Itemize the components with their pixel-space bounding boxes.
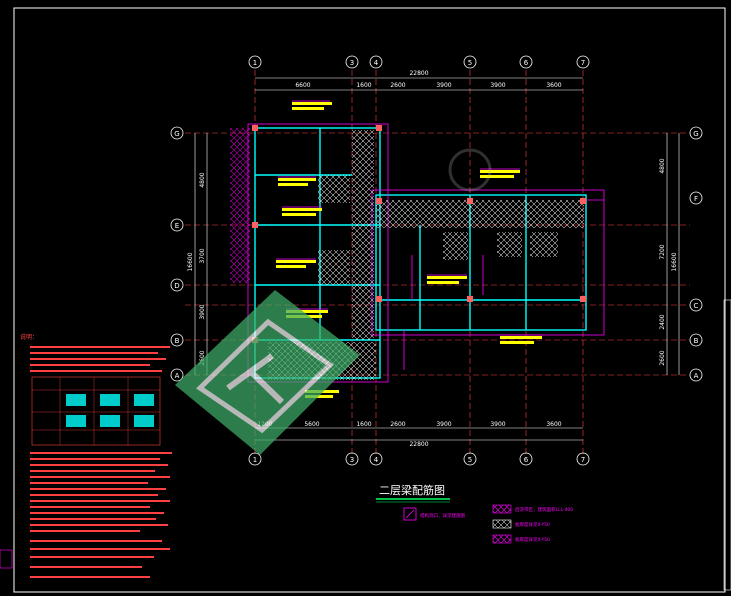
dim-left: 4800	[199, 172, 206, 187]
legend-label-slab-1: 板厚度详见X-Y50	[515, 521, 550, 528]
axis-col-label: 6	[524, 456, 529, 464]
dim-bottom: 1600	[356, 421, 371, 428]
dim-top: 3600	[546, 82, 561, 89]
dim-right: 2600	[659, 350, 666, 365]
dim-top: 3900	[490, 82, 505, 89]
dim-left: 3900	[199, 304, 206, 319]
beam-layout	[254, 127, 587, 379]
legend-label-slab-2: 板厚度详见X-Y50	[515, 536, 550, 543]
dim-right: 2400	[659, 314, 666, 329]
axis-row-label: G	[693, 130, 698, 138]
axis-col-label: 4	[374, 59, 379, 67]
axis-row-label: E	[175, 222, 179, 230]
legend-swatch-slab-1	[492, 519, 512, 529]
legend: 结构洞口，详见建施图 后浇带区，建筑面积LLL-400 板厚度详见X-Y50 板…	[403, 504, 573, 544]
axis-row-label: G	[174, 130, 179, 138]
axis-col-label: 7	[581, 59, 585, 67]
axis-row-label: D	[174, 282, 179, 290]
legend-swatch-opening	[403, 507, 417, 521]
dim-top: 6600	[295, 82, 310, 89]
notes-lines	[30, 346, 170, 372]
axis-col-label: 3	[350, 456, 354, 464]
legend-label-opening: 结构洞口，详见建施图	[420, 512, 465, 519]
axis-row-label: C	[694, 302, 699, 310]
axis-col-label: 3	[350, 59, 354, 67]
dim-bottom: 3900	[490, 421, 505, 428]
notes-table	[31, 376, 161, 446]
hatched-zones	[230, 128, 584, 380]
dimension-lines	[194, 77, 680, 441]
legend-swatch-slab-2	[492, 534, 512, 544]
title-block	[723, 299, 731, 591]
dimension-texts: 22800 6600 1600 2600 3900 3900 3600 1200…	[257, 70, 561, 448]
axis-col-label: 7	[581, 456, 585, 464]
axis-row-label: A	[175, 372, 180, 380]
notes-heading: 说明：	[20, 333, 38, 341]
axis-labels: 1 3 4 5 6 7 1 3 4 5 6 7 G E D B A G F C …	[174, 59, 698, 464]
axis-col-label: 4	[374, 456, 379, 464]
legend-label-hatch: 后浇带区，建筑面积LLL-400	[515, 506, 573, 513]
axis-col-label: 5	[468, 456, 472, 464]
dim-total-right: 16600	[671, 252, 678, 271]
dim-total-bottom: 22800	[409, 441, 428, 448]
axis-row-label: F	[694, 195, 698, 203]
dim-total-top: 22800	[409, 70, 428, 77]
watermark-faint-circle	[448, 148, 492, 192]
dimension-texts-vertical: 16600 4800 3700 3900 2600 16600 4800 720…	[187, 158, 678, 365]
axis-row-label: B	[175, 337, 180, 345]
axis-row-label: B	[694, 337, 699, 345]
axis-bubbles-bottom	[248, 452, 590, 466]
axis-col-label: 1	[253, 59, 257, 67]
axis-bubbles-top	[248, 55, 590, 69]
dim-right: 4800	[659, 158, 666, 173]
axis-col-label: 1	[253, 456, 257, 464]
axis-bubbles-right	[689, 126, 703, 382]
dim-total-left: 16600	[187, 252, 194, 271]
drawing-title: 二层梁配筋图	[379, 483, 445, 497]
dim-bottom: 5600	[304, 421, 319, 428]
dim-left: 3700	[199, 248, 206, 263]
notes-lines-lower	[30, 452, 172, 578]
axis-row-label: A	[694, 372, 699, 380]
dim-top: 2600	[390, 82, 405, 89]
dim-bottom: 3900	[436, 421, 451, 428]
dim-top: 3900	[436, 82, 451, 89]
watermark-logo	[175, 290, 360, 455]
dim-bottom: 2600	[390, 421, 405, 428]
dim-bottom: 3600	[546, 421, 561, 428]
axis-bubbles-left	[170, 126, 184, 382]
axis-col-label: 6	[524, 59, 529, 67]
dim-left: 2600	[199, 350, 206, 365]
dim-top: 1600	[356, 82, 371, 89]
legend-swatch-hatch	[492, 504, 512, 514]
dim-right: 7200	[659, 244, 666, 259]
notes-block: 说明：	[0, 333, 172, 578]
axis-col-label: 5	[468, 59, 472, 67]
